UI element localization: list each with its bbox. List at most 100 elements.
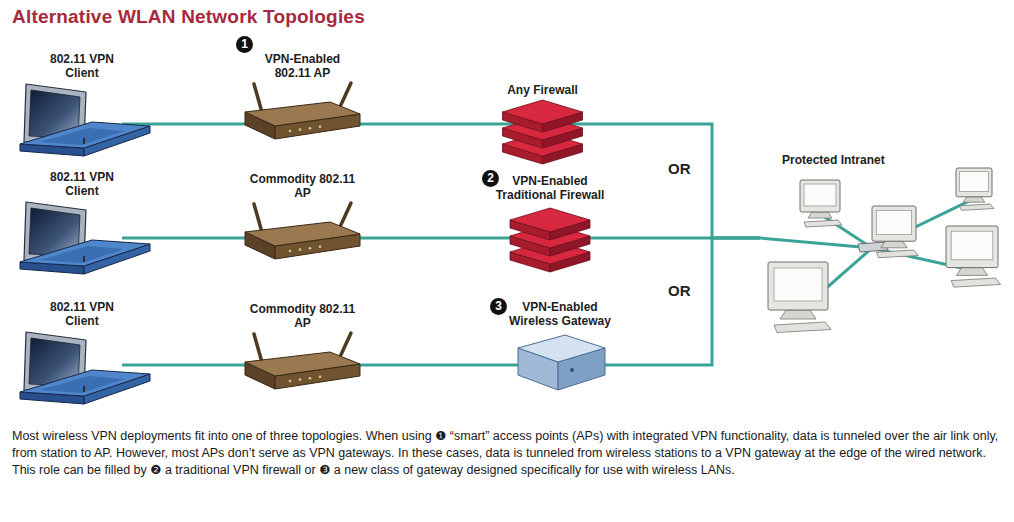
workstation bbox=[800, 180, 842, 227]
device-label: Protected Intranet bbox=[782, 153, 885, 167]
icon-face bbox=[808, 212, 832, 218]
network-link bbox=[630, 238, 760, 365]
icon-face bbox=[20, 122, 150, 148]
icon-face bbox=[510, 208, 590, 232]
device-label: 802.11 VPN Client bbox=[37, 300, 127, 328]
icon-face bbox=[20, 370, 150, 396]
callout-number: 1 bbox=[236, 36, 253, 53]
icon-face bbox=[245, 222, 360, 246]
monitor-screen bbox=[876, 210, 911, 234]
icon-face bbox=[40, 376, 124, 393]
monitor bbox=[872, 206, 916, 241]
monitor bbox=[956, 168, 992, 197]
or-label: OR bbox=[668, 160, 691, 177]
icon-face bbox=[804, 220, 842, 227]
network-link bbox=[370, 123, 495, 126]
icon-face bbox=[40, 246, 124, 263]
link-segment bbox=[122, 364, 152, 367]
device-icon bbox=[475, 204, 625, 274]
device-label-group: VPN-Enabled 802.11 AP bbox=[247, 52, 359, 80]
device-label-group: Commodity 802.11 AP bbox=[247, 302, 359, 330]
icon-drawing bbox=[235, 83, 370, 139]
icon-drawing bbox=[20, 332, 152, 404]
network-link bbox=[152, 364, 235, 367]
monitor-screen bbox=[804, 184, 836, 206]
icon-face bbox=[20, 240, 150, 266]
workstation bbox=[946, 226, 1001, 287]
access-point: Commodity 802.11 AP bbox=[235, 302, 370, 402]
device-label: VPN-Enabled 802.11 AP bbox=[247, 52, 359, 80]
icon-face bbox=[960, 204, 994, 210]
callout-number: 2 bbox=[482, 170, 499, 187]
monitor bbox=[800, 180, 840, 212]
device-label: VPN-Enabled Traditional Firewall bbox=[483, 174, 618, 202]
icon-face bbox=[40, 128, 124, 145]
access-point: Commodity 802.11 AP bbox=[235, 172, 370, 272]
status-led bbox=[309, 127, 312, 130]
device-icon bbox=[235, 202, 370, 272]
link-segment bbox=[760, 238, 872, 248]
status-led bbox=[319, 126, 322, 129]
device-icon bbox=[235, 332, 370, 402]
network-link bbox=[152, 237, 235, 240]
callout-number: 3 bbox=[490, 298, 507, 315]
antenna bbox=[339, 203, 351, 229]
device-icon bbox=[235, 82, 370, 152]
status-led bbox=[289, 250, 292, 253]
device-label: Commodity 802.11 AP bbox=[247, 172, 359, 200]
status-led bbox=[309, 377, 312, 380]
network-link bbox=[370, 364, 490, 367]
icon-drawing bbox=[235, 333, 370, 389]
status-led bbox=[289, 130, 292, 133]
protected-intranet: Protected Intranet bbox=[760, 150, 1010, 331]
icon-drawing bbox=[490, 335, 630, 390]
status-led bbox=[299, 378, 302, 381]
device-label-group: Protected Intranet bbox=[782, 153, 885, 167]
vpn-client: 802.11 VPN Client bbox=[12, 52, 152, 168]
device-icon bbox=[12, 330, 152, 416]
monitor-screen bbox=[951, 231, 993, 260]
device-label-group: VPN-Enabled Traditional Firewall bbox=[483, 174, 618, 202]
status-led bbox=[299, 128, 302, 131]
icon-face bbox=[245, 102, 360, 126]
status-led bbox=[309, 247, 312, 250]
device-label: Any Firewall bbox=[507, 83, 578, 97]
network-link bbox=[152, 123, 235, 126]
device-icon bbox=[490, 330, 630, 396]
workstation bbox=[768, 262, 831, 333]
device-label: 802.11 VPN Client bbox=[37, 170, 127, 198]
status-led bbox=[319, 376, 322, 379]
device-label: VPN-Enabled Wireless Gateway bbox=[500, 300, 620, 328]
icon-face bbox=[956, 268, 987, 276]
firewall: Any Firewall bbox=[495, 80, 590, 166]
device-icon bbox=[495, 96, 590, 166]
status-led bbox=[570, 368, 574, 372]
device-label-group: Any Firewall bbox=[507, 83, 578, 97]
antenna bbox=[339, 83, 351, 109]
firewall: VPN-Enabled Traditional Firewall bbox=[475, 174, 625, 274]
vpn-client: 802.11 VPN Client bbox=[12, 170, 152, 286]
monitor bbox=[946, 226, 998, 268]
network-link bbox=[590, 124, 760, 238]
wireless-gateway: VPN-Enabled Wireless Gateway bbox=[490, 300, 630, 396]
icon-face bbox=[876, 250, 918, 258]
device-label-group: 802.11 VPN Client bbox=[37, 170, 127, 198]
diagram-title: Alternative WLAN Network Topologies bbox=[12, 6, 365, 28]
device-icon bbox=[12, 200, 152, 286]
hinge bbox=[83, 138, 85, 144]
label-anchor: 1 bbox=[236, 36, 253, 53]
device-icon bbox=[760, 166, 1010, 331]
device-icon bbox=[12, 82, 152, 168]
link-segment bbox=[820, 214, 872, 248]
monitor-screen bbox=[774, 268, 822, 301]
icon-face bbox=[780, 310, 816, 319]
or-label: OR bbox=[668, 282, 691, 299]
icon-drawing bbox=[760, 168, 1001, 333]
icon-face bbox=[245, 352, 360, 376]
icon-face bbox=[881, 241, 907, 248]
icon-drawing bbox=[475, 208, 625, 272]
label-anchor: 2 bbox=[482, 170, 499, 187]
icon-drawing bbox=[20, 84, 152, 156]
